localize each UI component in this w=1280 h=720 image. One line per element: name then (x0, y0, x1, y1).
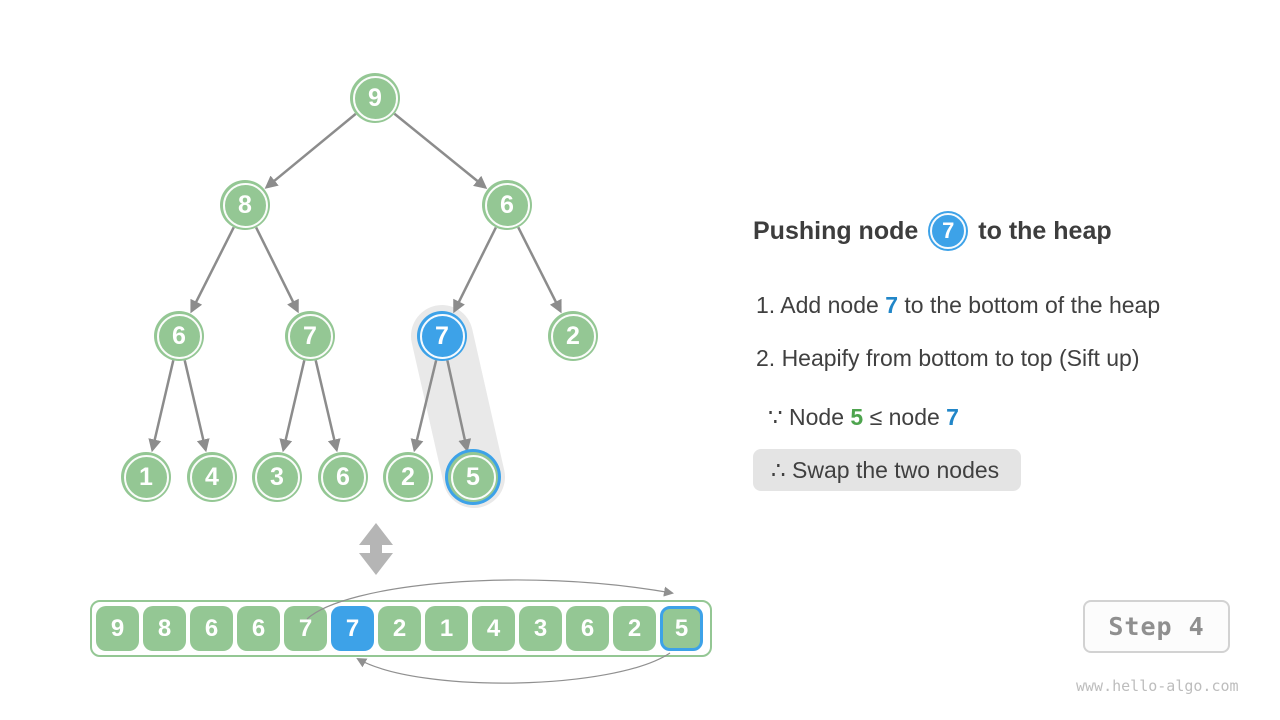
array-cell-0: 9 (96, 606, 139, 651)
tree-node-value: 7 (435, 321, 449, 350)
text-segment: 5 (850, 404, 864, 430)
panel-title-suffix: to the heap (978, 216, 1112, 245)
tree-node-7: 7 (285, 311, 335, 361)
text-segment: 7 (946, 404, 959, 430)
tree-node-value: 6 (500, 190, 514, 219)
array-cell-8: 4 (472, 606, 515, 651)
therefore-box: ∴ Swap the two nodes (753, 449, 1021, 491)
text-segment: 2. Heapify from bottom to top (Sift up) (756, 345, 1140, 371)
tree-node-4: 4 (187, 452, 237, 502)
tree-node-8: 8 (220, 180, 270, 230)
tree-node-2: 2 (383, 452, 433, 502)
text-segment: ∵ Node (768, 404, 851, 430)
node-7-badge-value: 7 (942, 218, 955, 243)
array-cell-3: 6 (237, 606, 280, 651)
step-2-text: 2. Heapify from bottom to top (Sift up) (756, 345, 1140, 372)
tree-node-value: 8 (238, 190, 252, 219)
therefore-text: ∴ Swap the two nodes (771, 457, 999, 484)
array-cell-4: 7 (284, 606, 327, 651)
step-1-text: 1. Add node 7 to the bottom of the heap (756, 292, 1160, 319)
tree-node-value: 6 (336, 462, 350, 491)
array-cell-2: 6 (190, 606, 233, 651)
tree-node-7: 7 (417, 311, 467, 361)
tree-node-9: 9 (350, 73, 400, 123)
tree-node-value: 3 (270, 462, 284, 491)
array-cell-9: 3 (519, 606, 562, 651)
text-segment: ≤ node (863, 404, 947, 430)
array-cell-12: 5 (660, 606, 703, 651)
watermark: www.hello-algo.com (1076, 677, 1239, 695)
because-line: ∵ Node 5 ≤ node 7 (768, 404, 959, 431)
tree-node-value: 9 (368, 83, 382, 112)
tree-node-value: 2 (566, 321, 580, 350)
text-segment: 1. Add node (756, 292, 886, 318)
array-cell-7: 1 (425, 606, 468, 651)
tree-node-6: 6 (154, 311, 204, 361)
tree-node-3: 3 (252, 452, 302, 502)
tree-node-value: 2 (401, 462, 415, 491)
panel-title: Pushing node 7 to the heap (753, 211, 1112, 251)
node-7-badge-icon: 7 (928, 211, 969, 251)
text-segment: ∴ Swap the two nodes (771, 456, 1000, 483)
tree-node-value: 7 (303, 321, 317, 350)
tree-node-value: 6 (172, 321, 186, 350)
array-cell-1: 8 (143, 606, 186, 651)
text-segment: to the bottom of the heap (897, 292, 1161, 318)
array-cell-6: 2 (378, 606, 421, 651)
tree-node-6: 6 (318, 452, 368, 502)
panel-title-prefix: Pushing node (753, 216, 919, 245)
tree-node-value: 5 (466, 462, 480, 491)
tree-node-1: 1 (121, 452, 171, 502)
text-segment: 7 (885, 292, 898, 318)
tree-node-value: 1 (139, 462, 153, 491)
tree-node-value: 4 (205, 462, 219, 491)
tree-node-5: 5 (448, 452, 498, 502)
array-cell-5: 7 (331, 606, 374, 651)
step-badge: Step 4 (1083, 600, 1230, 653)
array-cell-11: 2 (613, 606, 656, 651)
tree-node-6: 6 (482, 180, 532, 230)
array-cell-10: 6 (566, 606, 609, 651)
tree-node-2: 2 (548, 311, 598, 361)
